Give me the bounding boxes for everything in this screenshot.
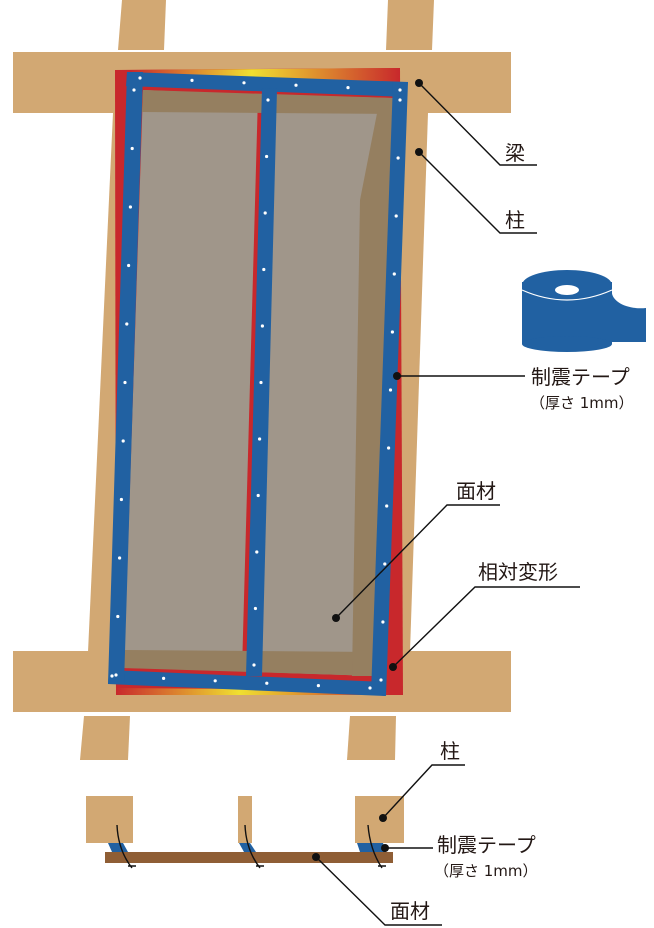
perforation-dot [383,562,387,566]
section-column-middle [238,796,252,843]
perforation-dot [190,78,194,82]
upper-column-stub-left [118,0,166,50]
perforation-dot [265,154,269,159]
perforation-dot [368,686,372,690]
perforation-dot [259,380,263,385]
perforation-dot [266,98,270,102]
perforation-dot [398,88,402,92]
perforation-dot [123,380,127,385]
perforation-dot [252,663,256,667]
section-column-left [86,796,133,843]
perforation-dot [213,679,217,683]
perforation-dot [256,493,260,498]
section-face-panel [105,852,393,863]
label-damping-tape: 制震テープ [531,365,630,389]
section-tape-middle [239,843,256,852]
perforation-dot [392,272,396,276]
perforation-dot [125,322,129,326]
perforation-dot [394,214,398,218]
tape-roll-icon [521,270,646,352]
perforation-dot [255,550,259,554]
perforation-dot [396,156,400,160]
perforation-dot [130,146,134,151]
perforation-dot [132,88,136,92]
perforation-dot [128,205,132,209]
elevation-leaders [332,79,580,671]
perforation-dot [388,388,393,392]
section-label-damping-tape: 制震テープ [437,833,536,857]
section-label-tape-thickness: （厚さ 1mm） [434,862,538,880]
section-leaders [312,764,465,926]
panel-shadow-right [352,98,393,676]
label-face-panel: 面材 [456,479,496,503]
perforation-dot [262,267,266,272]
wall-section [86,796,404,869]
perforation-dot [162,676,166,681]
upper-column-stub-right [386,0,434,50]
wall-elevation [13,0,511,760]
tape-perforation-dots [110,76,402,690]
section-tape-right [357,843,386,852]
perforation-dot [127,263,131,268]
perforation-dot [398,98,402,102]
perforation-dot [387,446,391,450]
perforation-dot [263,211,267,215]
label-column: 柱 [505,208,525,232]
section-label-column: 柱 [440,739,460,763]
label-beam: 梁 [505,141,525,165]
perforation-dot [138,76,142,80]
perforation-dot [294,83,298,87]
perforation-dot [114,673,118,677]
perforation-dot [242,81,246,85]
label-relative-deformation: 相対変形 [478,560,558,584]
perforation-dot [118,556,122,560]
face-panel-left [124,90,258,670]
shear-arrows [116,824,386,869]
lower-column-stub-right [347,716,396,760]
perforation-dot [110,674,114,678]
section-tape-left [108,843,128,852]
section-label-face-panel: 面材 [390,899,430,923]
strain-gradient-top [130,68,400,82]
perforation-dot [390,330,394,334]
perforation-dot [346,86,350,90]
lower-column-stub-left [80,716,130,760]
label-tape-thickness: （厚さ 1mm） [530,394,634,412]
perforation-dot [116,614,120,619]
perforation-dot [385,504,389,508]
perforation-dot [265,681,269,685]
perforation-dot [381,620,385,624]
perforation-dot [379,678,383,682]
perforation-dot [316,684,320,688]
perforation-dot [121,439,125,443]
perforation-dot [260,324,264,328]
perforation-dot [253,606,257,611]
perforation-dot [119,497,123,502]
perforation-dot [258,437,262,441]
